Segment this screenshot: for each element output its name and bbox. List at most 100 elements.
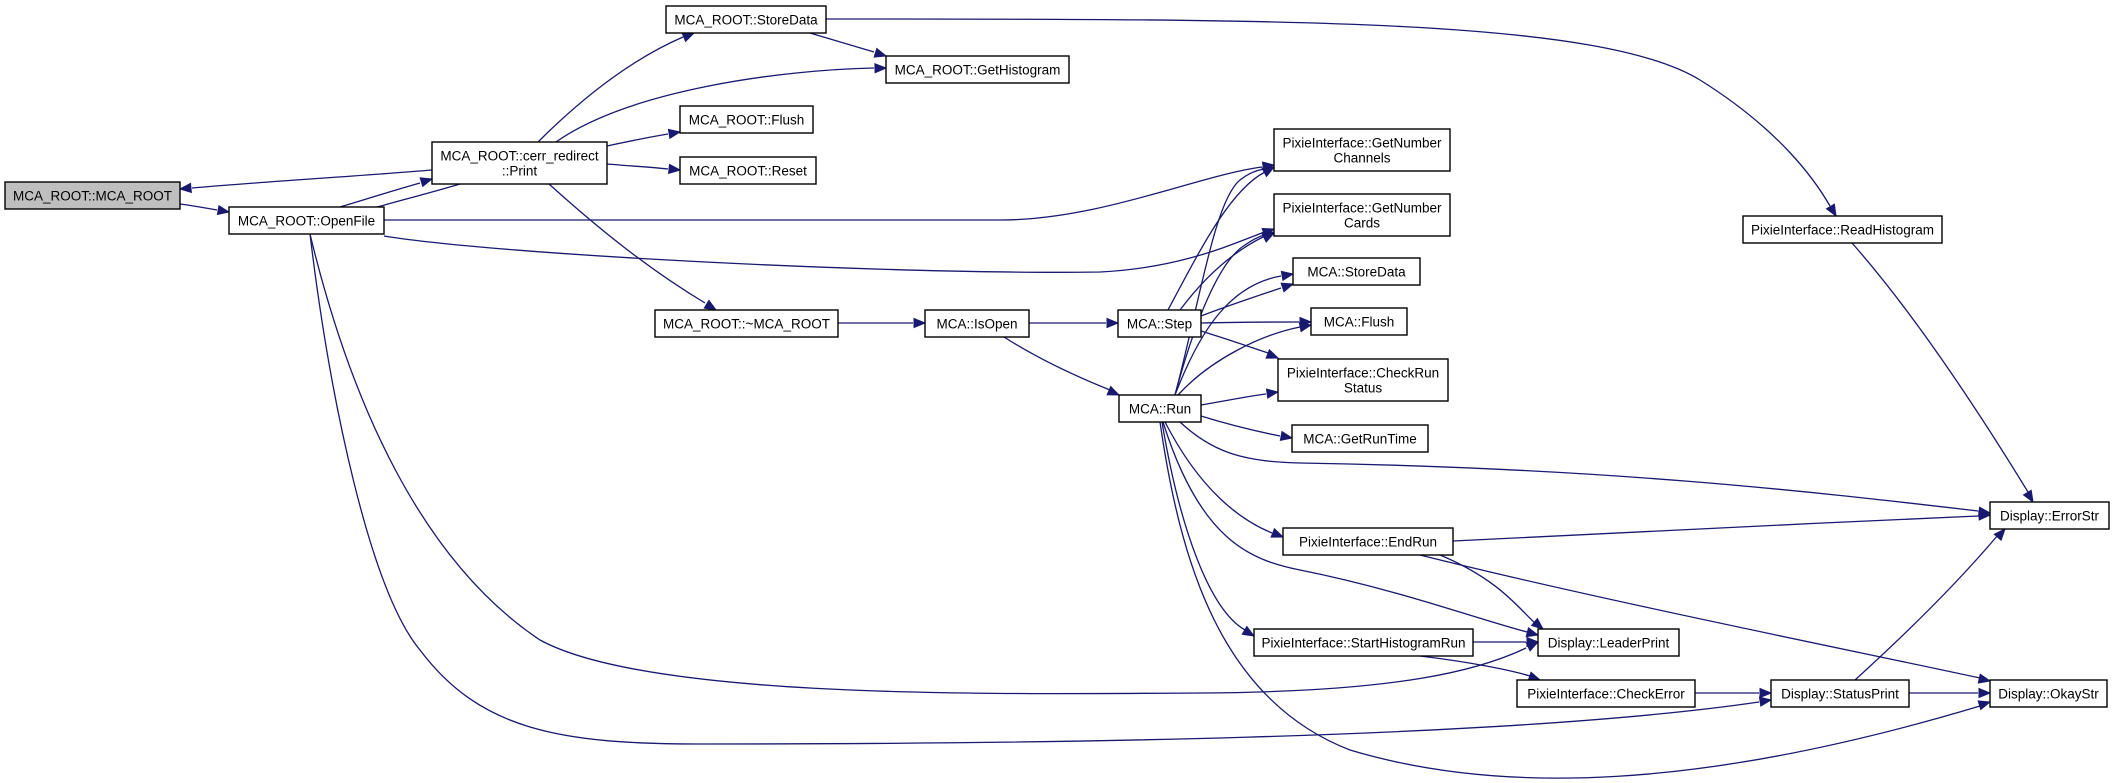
arrowhead-icon: [913, 317, 927, 329]
node-label: Display::ErrorStr: [2000, 509, 2100, 524]
node-mca-root-ctor[interactable]: MCA_ROOT::MCA_ROOT: [4, 181, 181, 210]
edge-run-to-getruntime: [1200, 415, 1294, 442]
edge-line: [1419, 655, 1531, 677]
node-okaystr[interactable]: Display::OkayStr: [1989, 679, 2108, 708]
edge-openfile-to-cerr_print: [339, 177, 434, 208]
node-label: PixieInterface::GetNumber: [1282, 201, 1442, 216]
node-box: [885, 55, 1070, 84]
arrowhead-icon: [419, 177, 434, 188]
edge-line: [1164, 421, 1273, 534]
node-gethistogram[interactable]: MCA_ROOT::GetHistogram: [885, 55, 1070, 84]
node-statusprint[interactable]: Display::StatusPrint: [1770, 679, 1910, 708]
nodes: MCA_ROOT::MCA_ROOTMCA_ROOT::OpenFileMCA_…: [4, 5, 2110, 708]
node-run[interactable]: MCA::Run: [1118, 394, 1202, 423]
arrowhead-icon: [1280, 270, 1295, 282]
edge-line: [1200, 321, 1300, 324]
arrowhead-icon: [1270, 527, 1285, 538]
edge-line: [809, 32, 875, 53]
node-box: [1292, 257, 1421, 286]
arrowhead-icon: [1106, 385, 1121, 396]
node-box: [1989, 679, 2108, 708]
node-starthistrun[interactable]: PixieInterface::StartHistogramRun: [1253, 628, 1474, 657]
arrowhead-icon: [1759, 687, 1773, 699]
edge-line: [1177, 326, 1301, 396]
node-box: [1118, 394, 1202, 423]
edge-root_dtor-to-isopen: [838, 317, 927, 329]
edge-line: [1159, 421, 1981, 779]
arrowhead-icon: [1265, 388, 1280, 399]
node-root-dtor[interactable]: MCA_ROOT::~MCA_ROOT: [654, 309, 839, 338]
edge-line: [1200, 393, 1267, 406]
node-leaderprint[interactable]: Display::LeaderPrint: [1537, 628, 1680, 657]
node-root-reset[interactable]: MCA_ROOT::Reset: [679, 156, 817, 185]
node-label: PixieInterface::ReadHistogram: [1751, 223, 1934, 238]
node-openfile[interactable]: MCA_ROOT::OpenFile: [228, 206, 385, 235]
node-readhistogram[interactable]: PixieInterface::ReadHistogram: [1742, 215, 1943, 244]
edge-line: [1179, 421, 1979, 512]
arrowhead-icon: [1261, 232, 1276, 243]
edge-cerr_print-to-root_reset: [606, 163, 682, 175]
arrowhead-icon: [1241, 625, 1256, 637]
node-label: Display::LeaderPrint: [1548, 636, 1670, 651]
edge-cerr_print-to-mca_root_ctor: [178, 169, 433, 194]
node-getruntime[interactable]: MCA::GetRunTime: [1291, 424, 1429, 453]
node-cerr-print[interactable]: MCA_ROOT::cerr_redirect::Print: [431, 141, 608, 185]
arrowhead-icon: [1993, 528, 2006, 542]
node-box: [4, 181, 181, 210]
node-box: [1253, 628, 1474, 657]
edge-mca_root_ctor-to-openfile: [179, 203, 231, 216]
node-box: [1516, 679, 1696, 708]
node-box: [1282, 527, 1454, 556]
arrowhead-icon: [1530, 617, 1545, 630]
node-box: [1291, 424, 1429, 453]
arrowhead-icon: [1526, 636, 1540, 648]
node-label: ::Print: [502, 164, 538, 179]
edge-starthistrun-to-checkerror: [1419, 655, 1542, 682]
node-box: [679, 156, 817, 185]
node-endrun[interactable]: PixieInterface::EndRun: [1282, 527, 1454, 556]
node-label: MCA_ROOT::MCA_ROOT: [13, 189, 172, 204]
edge-cerr_print-to-root_storedata: [537, 32, 696, 143]
node-box: [1273, 193, 1451, 237]
node-mca-flush[interactable]: MCA::Flush: [1310, 307, 1408, 336]
node-root-storedata[interactable]: MCA_ROOT::StoreData: [665, 5, 827, 34]
node-box: [924, 309, 1030, 338]
edge-run-to-endrun: [1164, 421, 1285, 538]
node-label: MCA_ROOT::GetHistogram: [895, 63, 1061, 78]
edge-line: [555, 67, 875, 143]
node-box: [1277, 358, 1449, 402]
edge-isopen-to-step: [1029, 317, 1120, 329]
edge-line: [309, 233, 1760, 745]
node-label: MCA::Flush: [1324, 315, 1395, 330]
node-label: PixieInterface::CheckRun: [1287, 366, 1439, 381]
edge-openfile-to-getnumcards: [383, 228, 1276, 273]
node-mca-storedata[interactable]: MCA::StoreData: [1292, 257, 1421, 286]
node-box: [1770, 679, 1910, 708]
arrowhead-icon: [1758, 696, 1773, 707]
edge-cerr_print-to-gethistogram: [555, 62, 888, 143]
node-step[interactable]: MCA::Step: [1117, 309, 1202, 338]
node-errorstr[interactable]: Display::ErrorStr: [1989, 501, 2110, 530]
edge-root_storedata-to-gethistogram: [809, 32, 888, 58]
edge-step-to-getnumcards: [1179, 231, 1276, 311]
edge-readhistogram-to-errorstr: [1851, 242, 2034, 504]
node-root-flush[interactable]: MCA_ROOT::Flush: [679, 105, 814, 134]
edge-line: [179, 203, 218, 211]
edge-step-to-checkrunstatus: [1200, 330, 1280, 359]
edge-line: [1439, 554, 1536, 624]
arrowhead-icon: [1279, 430, 1294, 442]
node-isopen[interactable]: MCA::IsOpen: [924, 309, 1030, 338]
edge-line: [548, 183, 706, 304]
arrowhead-icon: [668, 163, 682, 175]
edge-statusprint-to-okaystr: [1908, 687, 1992, 699]
edge-statusprint-to-errorstr: [1854, 528, 2006, 681]
arrowhead-icon: [1825, 203, 1837, 218]
arrowhead-icon: [1298, 322, 1313, 333]
node-box: [1117, 309, 1202, 338]
edge-line: [1851, 242, 2029, 493]
node-checkerror[interactable]: PixieInterface::CheckError: [1516, 679, 1696, 708]
node-box: [654, 309, 839, 338]
